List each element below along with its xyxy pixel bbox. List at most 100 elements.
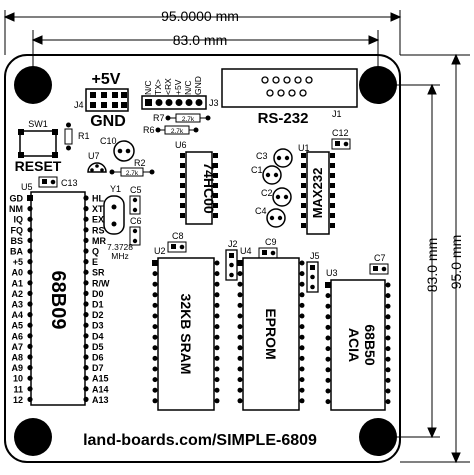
u3-pin bbox=[385, 367, 391, 373]
u5-pin-right bbox=[83, 227, 89, 233]
u3-pin bbox=[325, 324, 331, 330]
c3-cap bbox=[273, 148, 293, 168]
c5-ref: C5 bbox=[130, 185, 142, 195]
u5-pin-left bbox=[27, 195, 33, 201]
u5-pin-right bbox=[83, 312, 89, 318]
u2-label: 32KB SRAM bbox=[178, 294, 194, 375]
u2-pin bbox=[152, 398, 158, 404]
u1-label: MAX232 bbox=[310, 168, 325, 219]
u4-pin bbox=[299, 281, 305, 287]
r6-ref: R6 bbox=[143, 125, 155, 135]
u6-chip bbox=[185, 151, 213, 225]
u5-pin-label-right: D7 bbox=[92, 363, 104, 373]
c5-cap bbox=[129, 195, 141, 215]
u5-pin-label-left: NM bbox=[9, 204, 23, 214]
u5-pin-label-left: BS bbox=[10, 236, 23, 246]
u2-pin bbox=[214, 345, 220, 351]
u4-pin bbox=[237, 398, 243, 404]
u2-pin bbox=[214, 366, 220, 372]
u5-pin-left bbox=[27, 206, 33, 212]
u2-pin bbox=[214, 271, 220, 277]
u5-pin-right bbox=[83, 290, 89, 296]
u5-pin-left bbox=[27, 396, 33, 402]
u5-pin-label-right: SR bbox=[92, 268, 105, 278]
u5-pin-right bbox=[83, 365, 89, 371]
r1-ref: R1 bbox=[78, 131, 90, 141]
u5-pin-label-left: +5 bbox=[13, 257, 23, 267]
u5-pin-label-right: D0 bbox=[92, 289, 104, 299]
dimension-overall-v-label: 95.0 mm bbox=[448, 235, 464, 289]
u1-ref: U1 bbox=[298, 143, 310, 153]
u1-chip bbox=[306, 151, 330, 235]
db9-pins bbox=[261, 76, 313, 97]
u2-pins bbox=[152, 260, 220, 404]
u4-pin bbox=[299, 366, 305, 372]
svg-text:GND: GND bbox=[193, 76, 203, 95]
u2-pin bbox=[152, 366, 158, 372]
u6-ref: U6 bbox=[175, 140, 187, 150]
u3-pin bbox=[325, 346, 331, 352]
c12-cap bbox=[331, 138, 351, 150]
u5-pin-label-left: FQ bbox=[11, 225, 24, 235]
u3-pin bbox=[385, 282, 391, 288]
u2-pin bbox=[152, 387, 158, 393]
u5-pin-label-right: D3 bbox=[92, 321, 104, 331]
u2-chip bbox=[157, 257, 215, 411]
u5-pin-label-left: 10 bbox=[13, 374, 23, 384]
u5-pin-label-right: D6 bbox=[92, 353, 104, 363]
u2-pin bbox=[214, 260, 220, 266]
u5-pin-right bbox=[83, 301, 89, 307]
mounting-hole-br bbox=[359, 418, 397, 456]
u5-pin-label-left: GD bbox=[10, 194, 24, 204]
u3-pin bbox=[385, 346, 391, 352]
u7-to92 bbox=[87, 162, 107, 173]
power-label: +5V bbox=[92, 71, 121, 88]
u4-pin bbox=[237, 324, 243, 330]
y1-freq: 7.3728 bbox=[107, 242, 133, 252]
u5-pin-right bbox=[83, 386, 89, 392]
u5-pin-left bbox=[27, 290, 33, 296]
u2-pin bbox=[214, 324, 220, 330]
u4-pin bbox=[237, 334, 243, 340]
u3-pin bbox=[325, 377, 331, 383]
u5-pin-label-right: XT bbox=[92, 204, 104, 214]
u2-pin bbox=[214, 313, 220, 319]
u5-pin-label-right: HL bbox=[92, 194, 104, 204]
j3-ref: J3 bbox=[209, 98, 219, 108]
u5-chip bbox=[30, 191, 86, 406]
u2-pin bbox=[214, 302, 220, 308]
u2-ref: U2 bbox=[154, 246, 166, 256]
u3-ref: U3 bbox=[326, 268, 338, 278]
u4-pin bbox=[237, 281, 243, 287]
c9-ref: C9 bbox=[265, 237, 277, 247]
dimension-holes-horizontal bbox=[31, 30, 380, 80]
u5-pin-label-right: D1 bbox=[92, 300, 104, 310]
c1-cap bbox=[262, 165, 282, 185]
u5-pin-label-left: 12 bbox=[13, 395, 23, 405]
rs232-label: RS-232 bbox=[258, 110, 309, 127]
u5-pin-left bbox=[27, 386, 33, 392]
svg-text:TX>: TX> bbox=[153, 79, 163, 95]
svg-text:2.7k: 2.7k bbox=[126, 170, 139, 177]
sw1-ref: SW1 bbox=[28, 119, 48, 129]
u2-pin bbox=[214, 334, 220, 340]
svg-text:N/C: N/C bbox=[143, 80, 153, 95]
u5-pin-label-left: A9 bbox=[11, 363, 23, 373]
c4-cap bbox=[266, 208, 286, 228]
u4-pin bbox=[237, 377, 243, 383]
u5-pin-label-right: D5 bbox=[92, 342, 104, 352]
u5-ref: U5 bbox=[21, 182, 33, 192]
c4-ref: C4 bbox=[255, 206, 267, 216]
u3-pin bbox=[325, 303, 331, 309]
u5-pin-label-right: Q bbox=[92, 247, 99, 257]
u5-pin-left bbox=[27, 333, 33, 339]
u3-pin bbox=[325, 314, 331, 320]
u2-pin bbox=[152, 281, 158, 287]
dimension-overall-label: 95.0000 mm bbox=[161, 8, 239, 24]
u4-pin bbox=[299, 313, 305, 319]
c13-cap bbox=[38, 176, 58, 188]
c7-ref: C7 bbox=[374, 253, 386, 263]
svg-text:2.7k: 2.7k bbox=[171, 128, 184, 135]
u5-pin-right bbox=[83, 195, 89, 201]
u5-pin-label-left: A8 bbox=[11, 353, 23, 363]
